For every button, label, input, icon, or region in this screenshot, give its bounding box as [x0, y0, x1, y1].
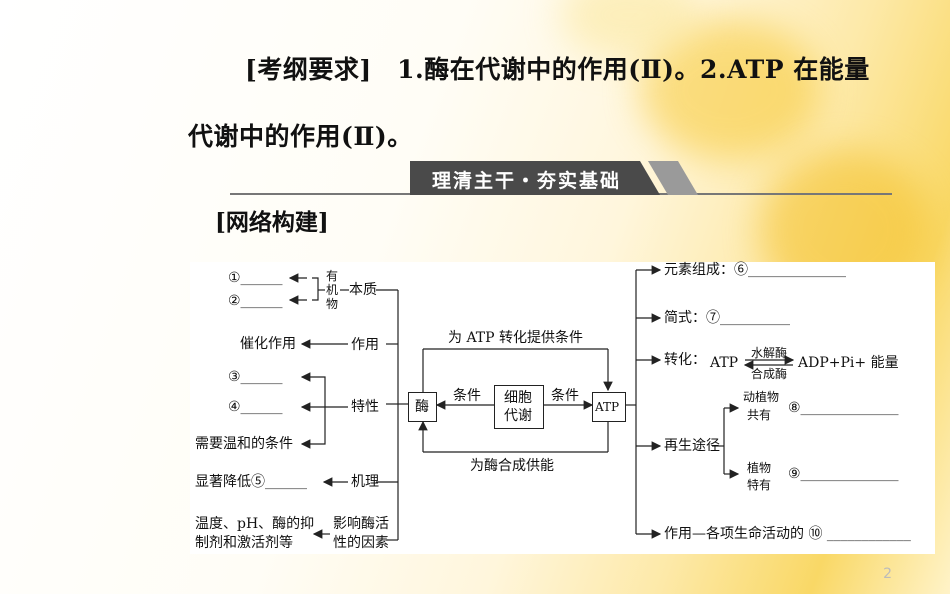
conversion-atp: ATP: [710, 355, 739, 371]
regeneration-label: 再生途径: [664, 438, 720, 454]
factors-text-2: 制剂和激活剂等: [195, 535, 293, 551]
formula-text: 简式：⑦__________: [664, 310, 790, 326]
factors-text-1: 温度、pH、酶的抑: [195, 516, 315, 532]
catalysis-text: 催化作用: [240, 336, 296, 352]
conversion-label: 转化：: [664, 352, 706, 368]
label-factors-2: 性的因素: [333, 535, 389, 551]
metabolism-node: 细胞 代谢: [494, 385, 544, 429]
label-essence: 本质: [349, 282, 377, 298]
bottom-arrow-label: 为酶合成供能: [470, 458, 554, 474]
organic-char-2: 机: [326, 283, 339, 297]
elements-text: 元素组成：⑥______________: [664, 262, 846, 278]
mild-conditions-text: 需要温和的条件: [195, 436, 293, 452]
blank-9: ⑨______________: [788, 466, 899, 482]
atp-node: ATP: [592, 392, 626, 422]
both-plants-animals-2: 共有: [747, 408, 772, 422]
blank-8: ⑧______________: [788, 400, 899, 416]
plants-only-1: 植物: [747, 461, 772, 475]
concept-map-lines: [288, 265, 795, 541]
enzyme-label: 酶: [415, 399, 429, 415]
section-banner: 理清主干・夯实基础: [410, 161, 710, 195]
condition-left-label: 条件: [453, 388, 481, 404]
metabolism-label-1: 细胞: [504, 390, 532, 406]
top-arrow-label: 为 ATP 转化提供条件: [448, 330, 584, 346]
atp-label: ATP: [595, 400, 620, 414]
label-factors-1: 影响酶活: [333, 516, 389, 532]
hydrolase-label: 水解酶: [751, 346, 788, 360]
both-plants-animals-1: 动植物: [743, 390, 780, 404]
banner-shape: [410, 161, 698, 195]
page-number: 2: [883, 566, 892, 582]
mechanism-text: 显著降低⑤______: [195, 474, 307, 490]
blank-1: ①______: [228, 270, 283, 286]
conversion-products: ADP+Pi+ 能量: [798, 355, 899, 371]
section-title: [网络构建]: [215, 209, 329, 236]
organic-char-1: 有: [326, 269, 339, 283]
label-mechanism: 机理: [351, 474, 379, 490]
label-function: 作用: [351, 337, 379, 353]
blank-2: ②______: [228, 293, 283, 309]
synthase-label: 合成酶: [751, 367, 788, 381]
exam-requirement-line2: 代谢中的作用(Ⅱ)。: [188, 122, 413, 151]
condition-right-label: 条件: [551, 388, 579, 404]
exam-requirement-line1: [考纲要求] 1.酶在代谢中的作用(Ⅱ)。2.ATP 在能量: [245, 55, 870, 84]
blank-3: ③______: [228, 369, 283, 385]
blank-4: ④______: [228, 399, 283, 415]
banner-text: 理清主干・夯实基础: [432, 170, 622, 192]
metabolism-label-2: 代谢: [504, 408, 532, 424]
label-property: 特性: [351, 399, 379, 415]
organic-char-3: 物: [326, 297, 339, 311]
use-text: 作用—各项生命活动的 ⑩ ____________: [664, 526, 911, 542]
concept-map: ①______ ②______ 有 机 物 本质 催化作用 作用 ③______…: [190, 262, 935, 554]
plants-only-2: 特有: [747, 478, 772, 492]
enzyme-node: 酶: [408, 392, 437, 422]
